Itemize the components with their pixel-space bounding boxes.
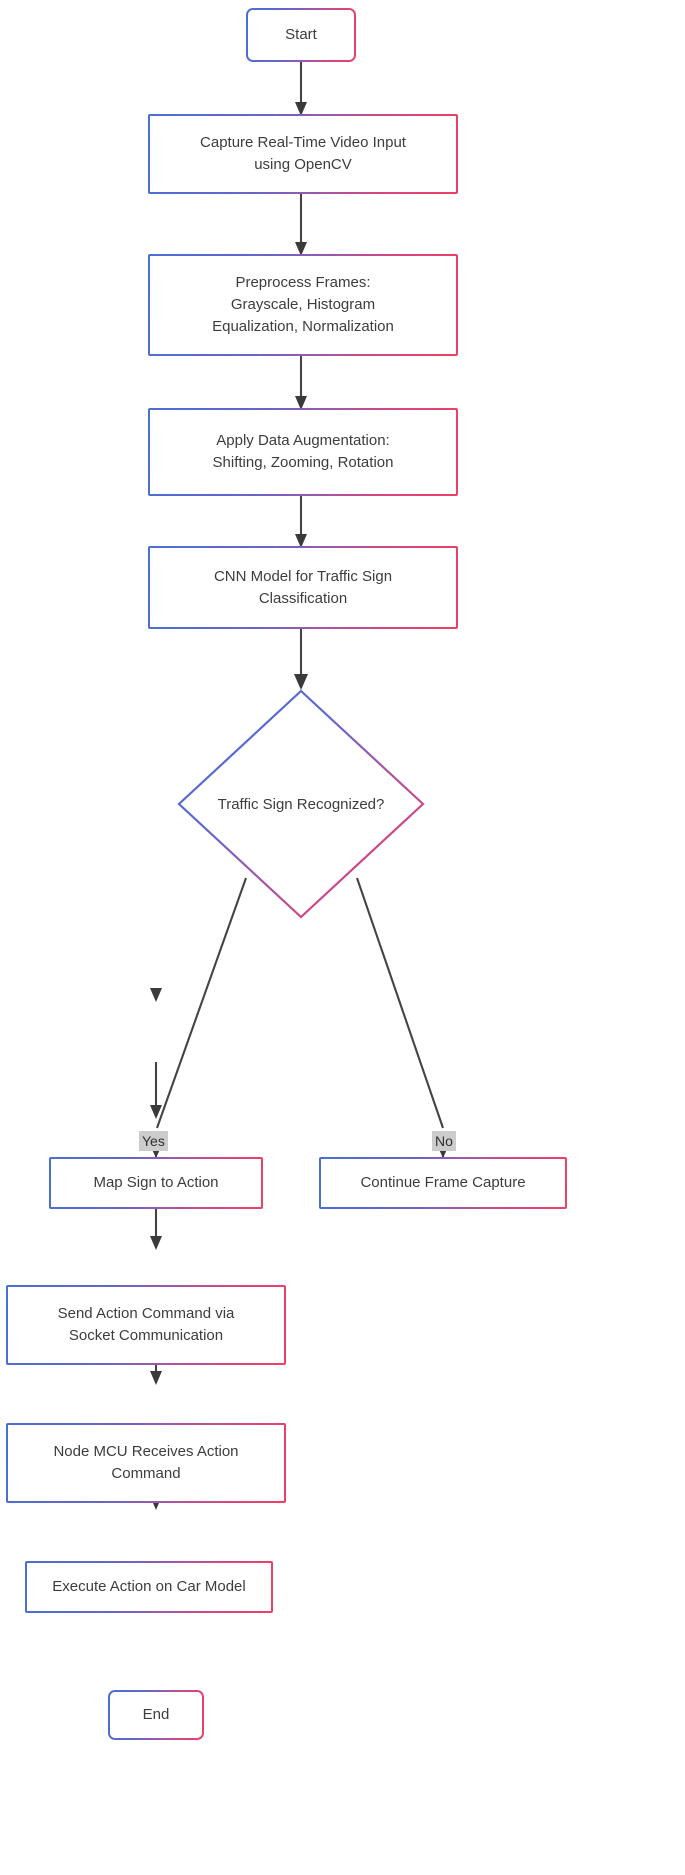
node-send-action-command[interactable]: Send Action Command via Socket Communica…: [6, 1285, 286, 1365]
node-execute-action[interactable]: Execute Action on Car Model: [25, 1561, 273, 1613]
node-decision-traffic-sign[interactable]: Traffic Sign Recognized?: [176, 688, 426, 920]
node-data-augmentation[interactable]: Apply Data Augmentation: Shifting, Zoomi…: [148, 408, 458, 496]
arrowhead-nodemcu-execute: [150, 1371, 162, 1385]
arrowhead-decision-map-action: [150, 988, 162, 1002]
node-end[interactable]: End: [108, 1690, 204, 1740]
node-capture-video-line2: using OpenCV: [254, 156, 352, 173]
node-nodemcu-line1: Node MCU Receives Action: [53, 1443, 239, 1461]
node-end-label: End: [142, 1706, 170, 1724]
decision-diamond-shape: [177, 689, 425, 919]
node-nodemcu-line2: Command: [111, 1465, 181, 1482]
node-capture-video-line1: Capture Real-Time Video Input: [200, 134, 406, 152]
node-send-line2: Socket Communication: [68, 1327, 224, 1344]
node-preprocess-line3: Equalization, Normalization: [212, 317, 394, 335]
node-continue-frame-capture[interactable]: Continue Frame Capture: [319, 1157, 567, 1209]
node-nodemcu-receives[interactable]: Node MCU Receives Action Command: [6, 1423, 286, 1503]
node-preprocess-frames[interactable]: Preprocess Frames: Grayscale, Histogram …: [148, 254, 458, 356]
node-cnn-model[interactable]: CNN Model for Traffic Sign Classificatio…: [148, 546, 458, 629]
node-preprocess-line1: Preprocess Frames:: [235, 274, 371, 292]
arrowhead-send-nodemcu: [150, 1236, 162, 1250]
node-augment-line2: Shifting, Zooming, Rotation: [212, 454, 394, 471]
edge-label-no: No: [432, 1131, 456, 1151]
node-map-sign-to-action[interactable]: Map Sign to Action: [49, 1157, 263, 1209]
edge-label-yes: Yes: [139, 1131, 168, 1151]
node-start-label: Start: [285, 26, 317, 44]
node-capture-video[interactable]: Capture Real-Time Video Input using Open…: [148, 114, 458, 194]
node-continue-capture-label: Continue Frame Capture: [360, 1174, 526, 1192]
arrowhead-map-action-send: [150, 1105, 162, 1119]
node-execute-label: Execute Action on Car Model: [52, 1578, 246, 1596]
node-map-sign-label: Map Sign to Action: [93, 1174, 219, 1192]
node-start[interactable]: Start: [246, 8, 356, 62]
node-preprocess-line2: Grayscale, Histogram: [230, 296, 376, 314]
node-cnn-line1: CNN Model for Traffic Sign: [213, 567, 393, 585]
node-augment-line1: Apply Data Augmentation:: [216, 432, 390, 450]
node-send-line1: Send Action Command via: [57, 1305, 235, 1323]
node-cnn-line2: Classification: [258, 589, 348, 607]
